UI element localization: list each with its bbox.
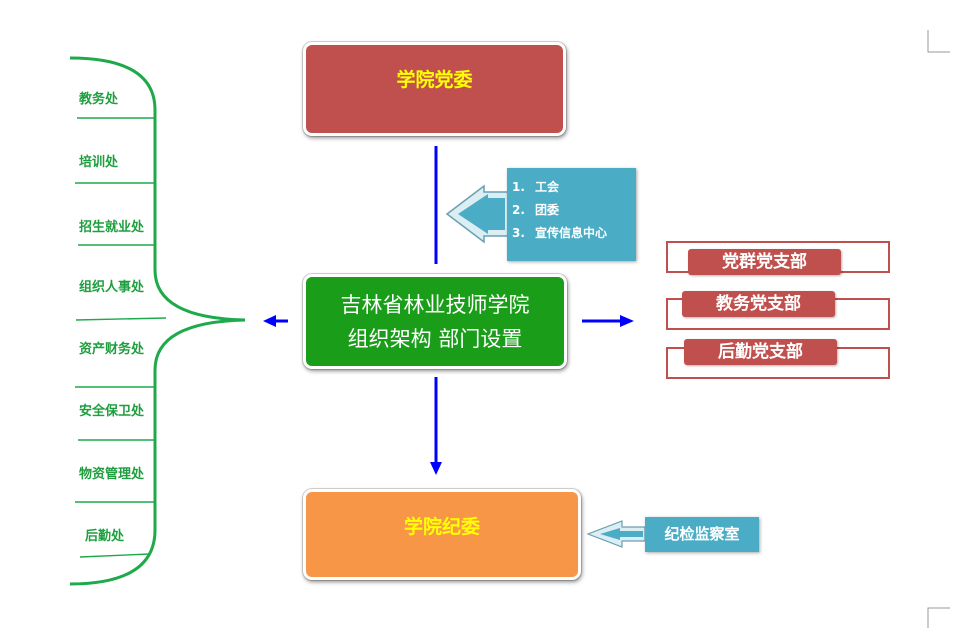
college-party-committee-box: 学院党委 bbox=[303, 42, 566, 136]
down-arrowhead bbox=[430, 462, 442, 475]
department-label: 招生就业处 bbox=[79, 220, 145, 235]
organization-structure-box: 吉林省林业技师学院 组织架构 部门设置 bbox=[303, 274, 567, 369]
affiliate-number: 2. bbox=[512, 203, 525, 217]
affiliate-item: 1. 工会 bbox=[512, 176, 636, 199]
affiliate-label: 工会 bbox=[535, 180, 560, 194]
affiliate-label: 宣传信息中心 bbox=[535, 226, 608, 240]
department-label: 教务处 bbox=[79, 92, 119, 107]
inspection-office-box: 纪检监察室 bbox=[645, 517, 759, 552]
affiliate-item: 2. 团委 bbox=[512, 199, 636, 222]
department-label: 培训处 bbox=[79, 155, 119, 170]
affiliate-number: 3. bbox=[512, 226, 525, 240]
affiliates-callout: 1. 工会 2. 团委 3. 宣传信息中心 bbox=[507, 168, 636, 261]
branch-label: 教务党支部 bbox=[682, 291, 835, 317]
departments-brace bbox=[69, 56, 246, 586]
affiliate-label: 团委 bbox=[535, 203, 560, 217]
discipline-committee-box: 学院纪委 bbox=[303, 489, 581, 580]
department-label: 后勤处 bbox=[85, 529, 125, 544]
affiliate-number: 1. bbox=[512, 180, 525, 194]
left-arrowhead bbox=[263, 315, 276, 327]
center-title-line2: 组织架构 部门设置 bbox=[347, 327, 523, 351]
inspection-office-label: 纪检监察室 bbox=[664, 525, 740, 543]
branch-label: 后勤党支部 bbox=[684, 339, 837, 365]
department-label: 安全保卫处 bbox=[79, 404, 145, 419]
right-arrowhead bbox=[620, 315, 634, 327]
discipline-committee-label: 学院纪委 bbox=[403, 516, 480, 538]
center-title-line1: 吉林省林业技师学院 bbox=[340, 293, 530, 317]
branch-label: 党群党支部 bbox=[688, 249, 841, 275]
department-label: 组织人事处 bbox=[79, 280, 145, 295]
department-label: 资产财务处 bbox=[79, 342, 145, 357]
affiliate-item: 3. 宣传信息中心 bbox=[512, 222, 636, 245]
college-party-committee-label: 学院党委 bbox=[396, 69, 473, 91]
department-label: 物资管理处 bbox=[79, 467, 145, 482]
